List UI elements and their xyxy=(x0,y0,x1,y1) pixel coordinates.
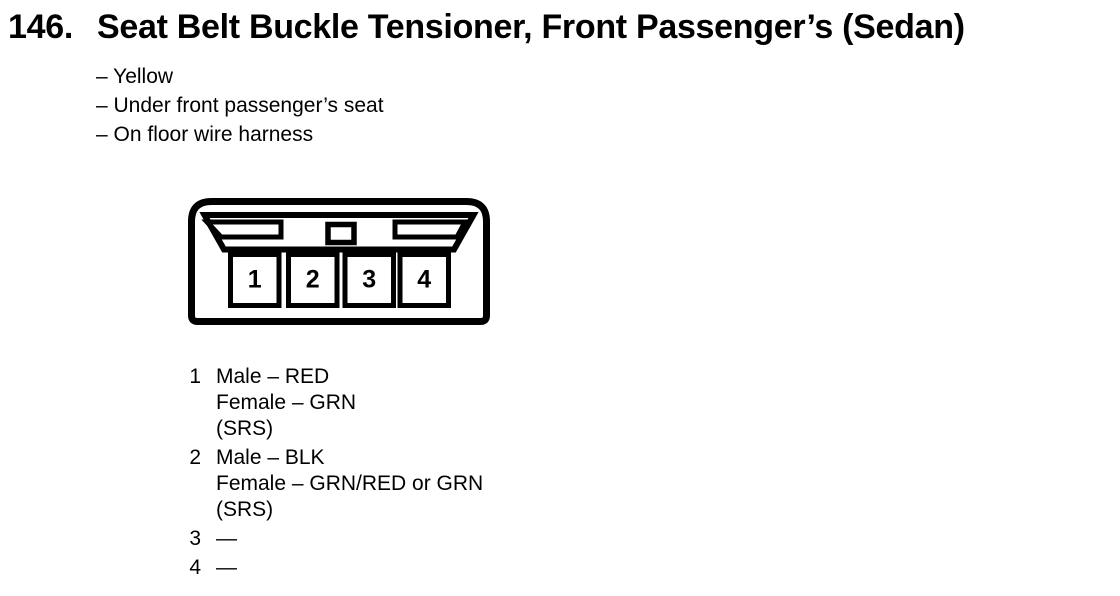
note-line: – On floor wire harness xyxy=(96,123,314,146)
pin-number: 2 xyxy=(189,446,201,469)
pin-number: 1 xyxy=(189,365,201,388)
cavity-cell xyxy=(228,252,282,308)
note-line: – Under front passenger’s seat xyxy=(96,94,384,117)
cavity-number: 4 xyxy=(417,266,431,294)
location-notes: – Yellow – Under front passenger’s seat – … xyxy=(96,62,384,149)
cavity-number: 3 xyxy=(362,266,376,294)
connector-slot-right xyxy=(392,219,470,240)
connector-lock-tab xyxy=(325,221,357,246)
cavity-number: 2 xyxy=(306,266,320,294)
pin-wire-line: Male – RED xyxy=(216,365,330,388)
pin-wire-line: — xyxy=(216,527,237,550)
connector-cavities: 1 2 3 4 xyxy=(228,252,451,308)
pin-entry: 3— xyxy=(188,526,483,552)
connector-slot-left xyxy=(201,219,284,240)
pin-wire-line: — xyxy=(216,556,237,579)
pinout-list: 1 Male – RED Female – GRN (SRS) 2 Male – BLK F… xyxy=(188,364,483,584)
pin-number: 3 xyxy=(189,527,201,550)
cavity-cell xyxy=(342,252,396,308)
cavity-cell xyxy=(397,252,451,308)
pin-entry: 4— xyxy=(188,555,483,581)
pin-entry: 1 Male – RED Female – GRN (SRS) xyxy=(188,364,483,442)
connector-collar xyxy=(199,212,479,253)
pin-wire-info: Male – RED Female – GRN (SRS) xyxy=(216,364,356,442)
pin-wire-line: Female – GRN/RED or GRN xyxy=(216,472,484,495)
figure-number: 146. xyxy=(8,8,73,46)
pin-wire-info: — xyxy=(216,526,237,552)
pin-number: 4 xyxy=(189,556,201,579)
pin-wire-line: Male – BLK xyxy=(216,446,325,469)
pin-wire-line: Female – GRN xyxy=(216,391,357,414)
pin-entry: 2 Male – BLK Female – GRN/RED or GRN (SRS) xyxy=(188,445,483,523)
cavity-number: 1 xyxy=(248,266,262,294)
cavity-cell xyxy=(286,252,340,308)
pin-wire-line: (SRS) xyxy=(216,417,274,440)
note-line: – Yellow xyxy=(96,65,174,88)
connector-diagram: 1 2 3 4 xyxy=(188,198,490,325)
pin-wire-info: Male – BLK Female – GRN/RED or GRN (SRS) xyxy=(216,445,483,523)
page-title: Seat Belt Buckle Tensioner, Front Passen… xyxy=(97,8,965,46)
pin-wire-info: — xyxy=(216,555,237,581)
pin-wire-line: (SRS) xyxy=(216,498,274,521)
